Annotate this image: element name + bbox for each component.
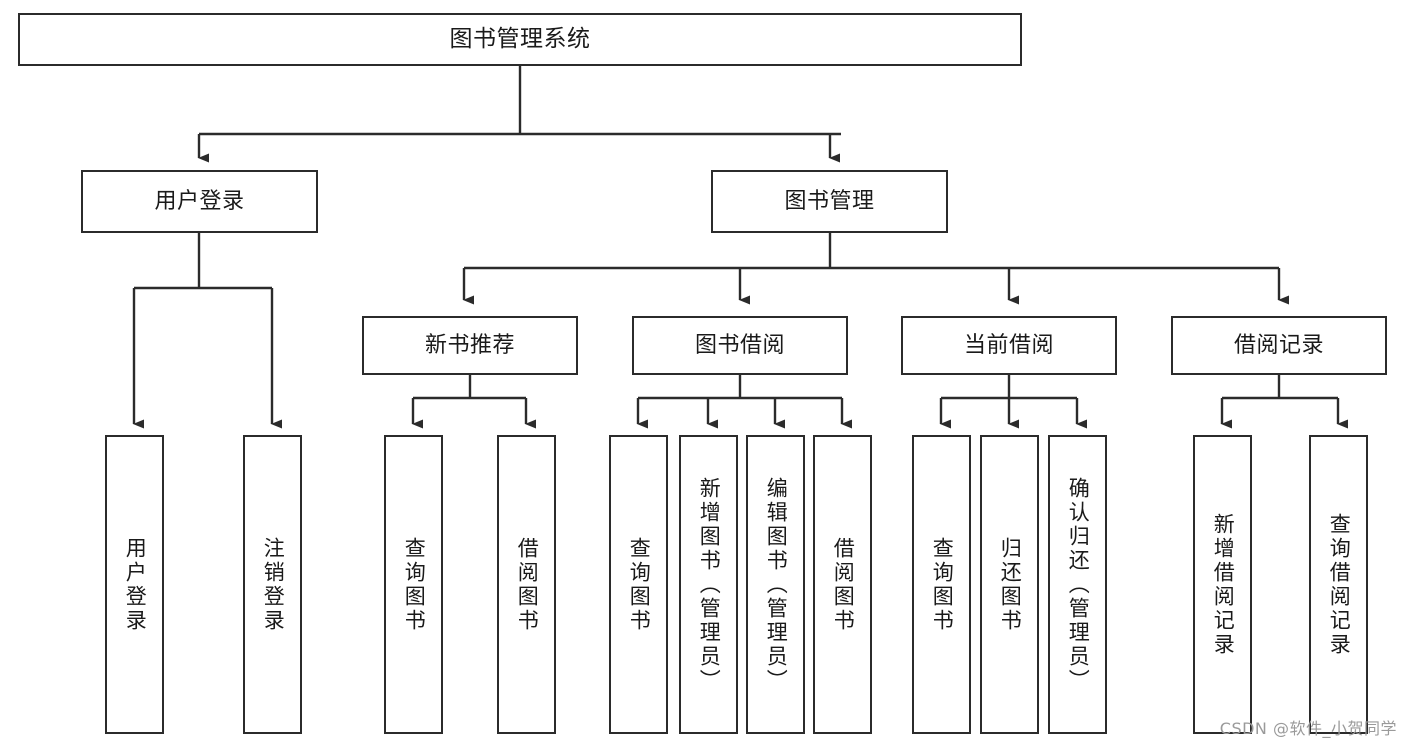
node-label: 借阅图书 — [515, 536, 540, 633]
node-leaf-query-book-current[interactable]: 查询图书 — [912, 435, 971, 734]
node-leaf-user-login[interactable]: 用户登录 — [105, 435, 164, 734]
node-leaf-add-book-admin[interactable]: 新增图书（管理员） — [679, 435, 738, 734]
node-label: 借阅图书 — [831, 536, 856, 633]
node-leaf-query-book-recommendation[interactable]: 查询图书 — [384, 435, 443, 734]
node-label: 图书管理系统 — [449, 25, 591, 52]
node-label: 借阅记录 — [1233, 332, 1324, 358]
node-borrowing-record[interactable]: 借阅记录 — [1171, 316, 1387, 375]
node-label: 查询借阅记录 — [1327, 512, 1352, 657]
node-book-management[interactable]: 图书管理 — [711, 170, 948, 233]
node-book-borrowing[interactable]: 图书借阅 — [632, 316, 848, 375]
node-user-login[interactable]: 用户登录 — [81, 170, 318, 233]
node-leaf-confirm-return-admin[interactable]: 确认归还（管理员） — [1048, 435, 1107, 734]
node-label: 用户登录 — [154, 188, 245, 214]
node-label: 新增借阅记录 — [1211, 512, 1236, 657]
csdn-watermark: CSDN @软件_小贺同学 — [1219, 719, 1397, 738]
node-leaf-return-book[interactable]: 归还图书 — [980, 435, 1039, 734]
node-label: 查询图书 — [627, 536, 652, 633]
node-label: 编辑图书（管理员） — [764, 476, 789, 693]
node-label: 查询图书 — [930, 536, 955, 633]
node-leaf-query-borrowing-record[interactable]: 查询借阅记录 — [1309, 435, 1368, 734]
node-label: 确认归还（管理员） — [1066, 476, 1091, 693]
node-current-borrowing[interactable]: 当前借阅 — [901, 316, 1117, 375]
node-label: 新增图书（管理员） — [697, 476, 722, 693]
node-label: 归还图书 — [998, 536, 1023, 633]
node-leaf-borrow-book[interactable]: 借阅图书 — [813, 435, 872, 734]
node-leaf-add-borrowing-record[interactable]: 新增借阅记录 — [1193, 435, 1252, 734]
node-leaf-borrow-book-recommendation[interactable]: 借阅图书 — [497, 435, 556, 734]
node-label: 查询图书 — [402, 536, 427, 633]
node-label: 注销登录 — [261, 536, 286, 633]
node-new-book-recommendation[interactable]: 新书推荐 — [362, 316, 578, 375]
node-root-book-management-system[interactable]: 图书管理系统 — [18, 13, 1022, 66]
node-label: 用户登录 — [123, 536, 148, 633]
node-leaf-logout[interactable]: 注销登录 — [243, 435, 302, 734]
node-label: 新书推荐 — [424, 332, 515, 358]
node-leaf-query-book-borrowing[interactable]: 查询图书 — [609, 435, 668, 734]
node-leaf-edit-book-admin[interactable]: 编辑图书（管理员） — [746, 435, 805, 734]
node-label: 当前借阅 — [963, 332, 1054, 358]
node-label: 图书管理 — [784, 188, 875, 214]
node-label: 图书借阅 — [694, 332, 785, 358]
